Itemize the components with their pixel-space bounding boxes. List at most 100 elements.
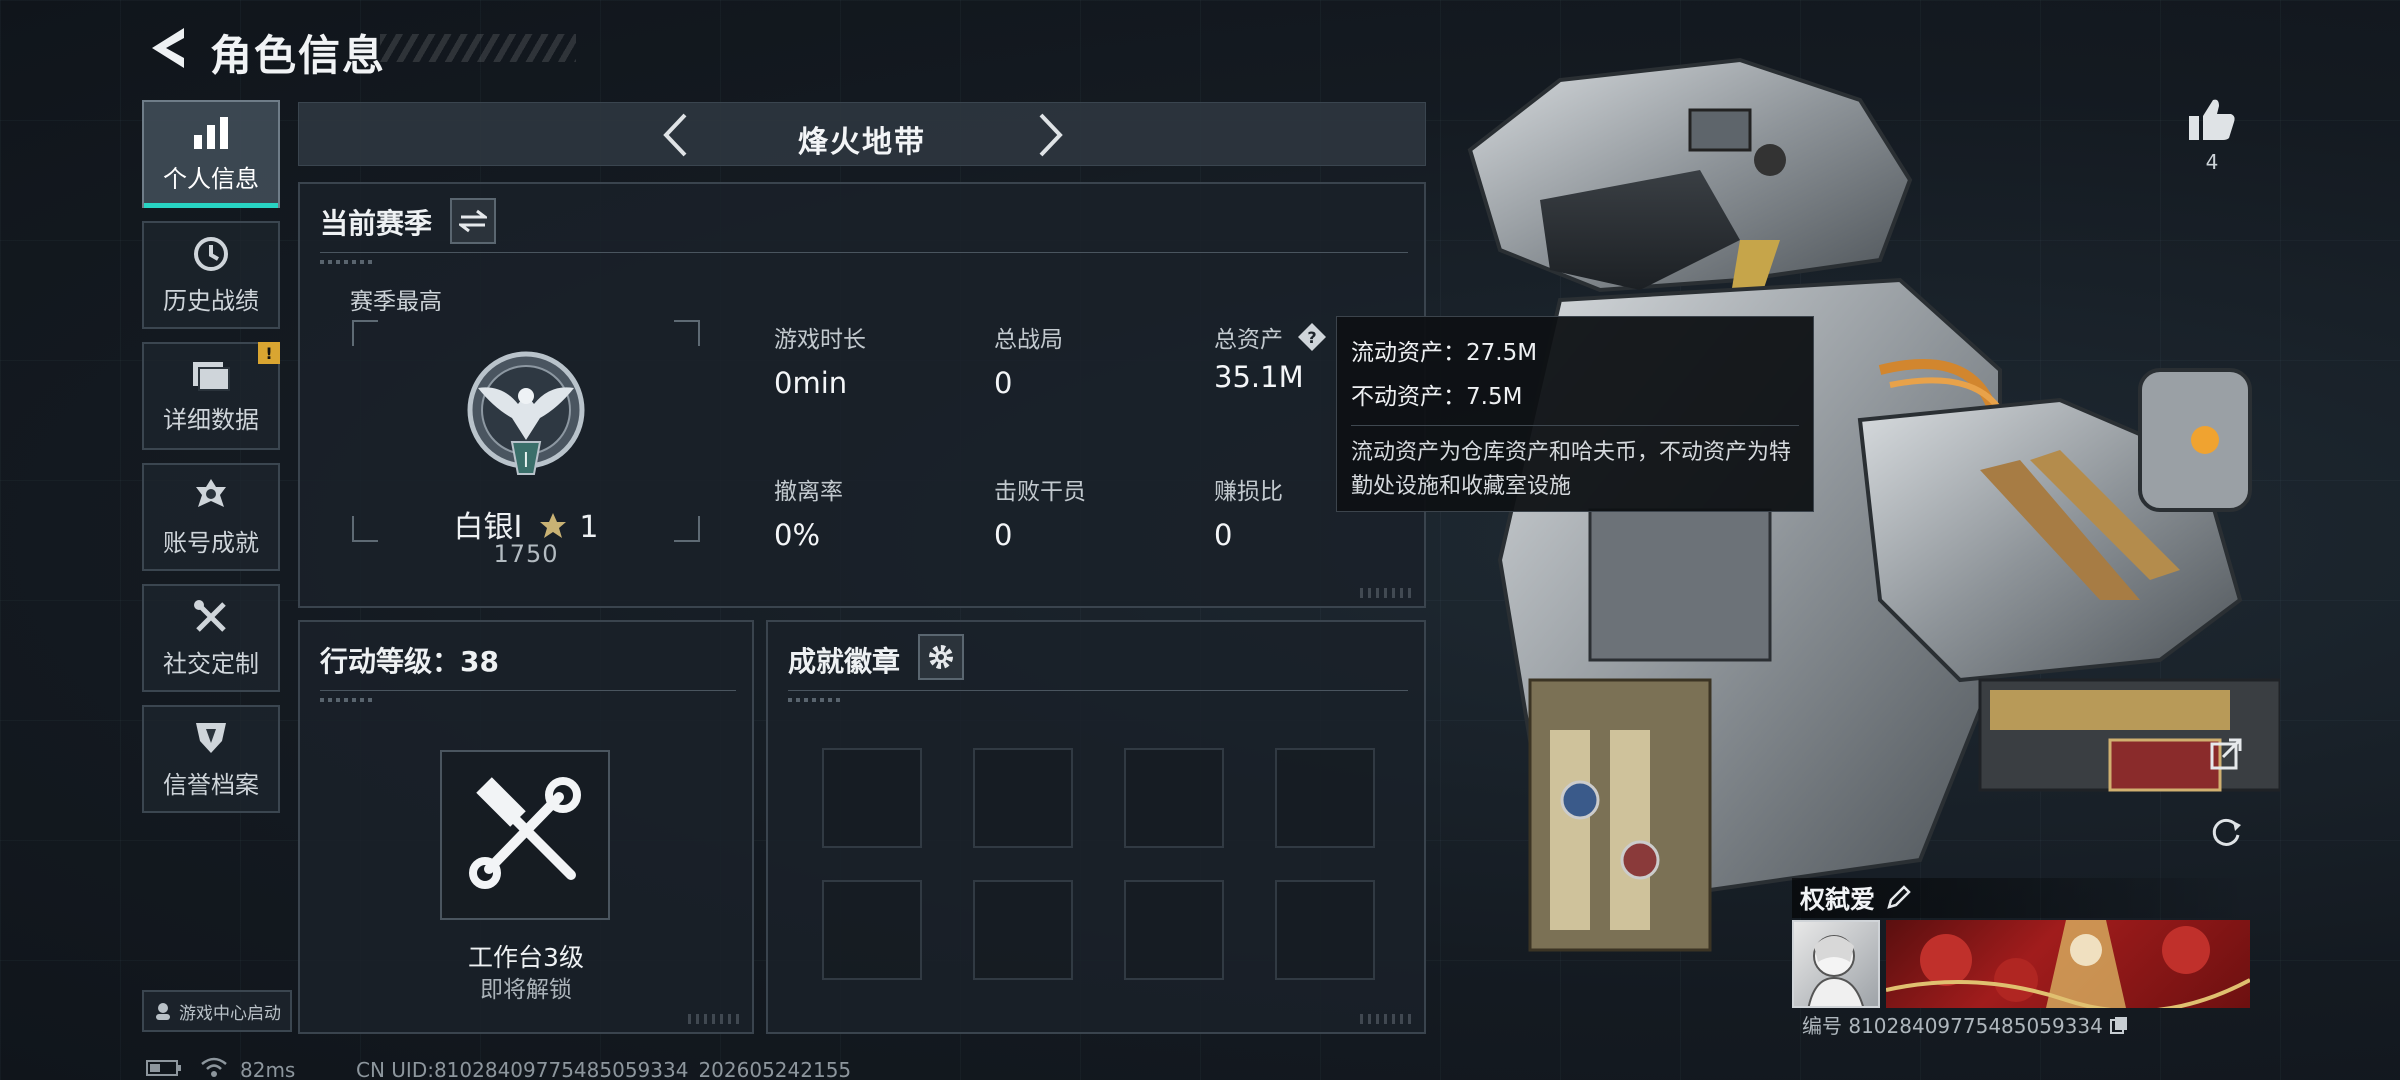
achievement-slot[interactable] xyxy=(1275,748,1375,848)
battery-icon xyxy=(146,1060,181,1076)
achievement-slot[interactable] xyxy=(1124,748,1224,848)
sidebar-item-achievements[interactable]: 账号成就 xyxy=(142,463,280,571)
page-title: 角色信息 xyxy=(210,31,387,80)
workbench-slot[interactable] xyxy=(440,750,610,920)
corner-decoration xyxy=(688,1014,742,1024)
sidebar: 个人信息 历史战绩 ! 详细数据 账号成就 社交定制 信誉档案 xyxy=(142,100,280,826)
rank-score: 1750 xyxy=(493,540,559,568)
action-level-panel: 行动等级：38 工作台3级 即将解锁 xyxy=(298,620,754,1034)
tooltip-liquid-assets: 流动资产：27.5M xyxy=(1351,340,1538,366)
rank-emblem-numeral: I xyxy=(523,448,529,472)
profile-banner[interactable] xyxy=(1886,920,2250,1008)
help-icon[interactable]: ? xyxy=(1296,321,1328,353)
tools-icon xyxy=(194,599,226,632)
tooltip-fixed-assets: 不动资产：7.5M xyxy=(1351,384,1523,410)
stat-label: 赚损比 xyxy=(1214,479,1283,505)
game-center-launch-button[interactable]: 游戏中心启动 xyxy=(142,990,292,1032)
stat-label: 击败干员 xyxy=(994,479,1086,505)
share-button[interactable] xyxy=(2204,732,2248,776)
stat-label: 撤离率 xyxy=(774,479,843,505)
assets-tooltip: 流动资产：27.5M 不动资产：7.5M 流动资产为仓库资产和哈夫币，不动资产为… xyxy=(1336,316,1814,512)
divider-decoration xyxy=(320,260,376,264)
avatar-portrait-icon xyxy=(1807,935,1864,1006)
season-switch-button[interactable] xyxy=(450,198,496,244)
sidebar-item-social-custom[interactable]: 社交定制 xyxy=(142,584,280,692)
title-decoration xyxy=(380,34,576,62)
uid-display: CN UID:81028409775485059334_202605242155 xyxy=(356,1058,852,1080)
mode-prev-button[interactable] xyxy=(651,111,699,159)
stat-label: 游戏时长 xyxy=(774,327,866,353)
divider-decoration xyxy=(320,698,376,702)
bar-chart-icon xyxy=(194,116,228,149)
medal-icon xyxy=(196,478,226,507)
corner-decoration xyxy=(1360,1014,1414,1024)
stat-label-text: 总资产 xyxy=(1214,327,1283,353)
share-icon xyxy=(2210,738,2242,770)
stat-value: 0 xyxy=(1214,518,1233,552)
player-id-row: 编号 81028409775485059334 xyxy=(1802,1010,2129,1039)
launch-label: 游戏中心启动 xyxy=(179,1003,281,1024)
mode-selector: 烽火地带 xyxy=(298,102,1426,166)
folder-icon xyxy=(193,361,230,391)
stat-profit-loss-ratio: 赚损比 0 xyxy=(1214,472,1283,552)
sidebar-item-personal-info[interactable]: 个人信息 xyxy=(142,100,280,208)
player-name-row: 权弑爱 xyxy=(1792,878,2250,918)
hammer-wrench-icon xyxy=(469,777,581,889)
like-control[interactable]: 4 xyxy=(2186,96,2238,174)
sidebar-item-label: 信誉档案 xyxy=(163,770,259,799)
copy-icon[interactable] xyxy=(2109,1015,2129,1035)
stat-value: 0min xyxy=(774,366,848,400)
rank-frame xyxy=(352,320,700,542)
swap-icon xyxy=(459,209,487,233)
mode-next-button[interactable] xyxy=(1027,111,1075,159)
stat-operators-defeated: 击败干员 0 xyxy=(994,472,1086,552)
star-icon xyxy=(539,513,566,538)
clock-icon xyxy=(194,236,228,271)
edit-pencil-icon[interactable] xyxy=(1885,885,1911,911)
sidebar-item-label: 个人信息 xyxy=(163,164,259,193)
rank-name: 白银I xyxy=(453,510,523,545)
tooltip-description: 流动资产为仓库资产和哈夫币，不动资产为特勤处设施和收藏室设施 xyxy=(1351,440,1792,499)
player-name-card: 权弑爱 编号 81028409775485059334 xyxy=(1792,878,2250,1038)
achievement-slot[interactable] xyxy=(1275,880,1375,980)
stat-value: 0 xyxy=(994,518,1013,552)
action-level-title: 行动等级：38 xyxy=(320,645,499,678)
corner-decoration xyxy=(1360,588,1414,598)
achievements-panel: 成就徽章 xyxy=(766,620,1426,1034)
sidebar-item-history[interactable]: 历史战绩 xyxy=(142,221,280,329)
achievement-slot[interactable] xyxy=(973,880,1073,980)
sidebar-item-label: 详细数据 xyxy=(163,405,259,434)
workbench-name: 工作台3级 xyxy=(468,943,584,972)
back-arrow-icon xyxy=(152,28,184,68)
season-best-label: 赛季最高 xyxy=(350,289,442,315)
divider xyxy=(788,690,1408,691)
achievement-slot[interactable] xyxy=(822,880,922,980)
achievement-slot[interactable] xyxy=(1124,880,1224,980)
stat-label: 总战局 xyxy=(994,327,1063,353)
avatar[interactable] xyxy=(1792,920,1880,1008)
sidebar-item-label: 社交定制 xyxy=(163,649,259,678)
player-name: 权弑爱 xyxy=(1800,885,1876,914)
back-button[interactable] xyxy=(140,22,192,74)
gear-icon xyxy=(929,645,953,669)
svg-text:?: ? xyxy=(1308,328,1317,347)
achievements-title: 成就徽章 xyxy=(788,645,901,678)
divider xyxy=(320,252,1408,253)
sidebar-item-detailed-data[interactable]: ! 详细数据 xyxy=(142,342,280,450)
stat-label: 总资产 ? xyxy=(1214,320,1328,354)
chevron-right-icon xyxy=(1039,113,1063,157)
shield-icon xyxy=(196,722,226,753)
achievement-slot[interactable] xyxy=(822,748,922,848)
banner-artwork-icon xyxy=(1886,920,2250,1008)
stat-value: 0 xyxy=(994,366,1013,400)
sidebar-item-label: 账号成就 xyxy=(163,528,259,557)
achievement-slot[interactable] xyxy=(973,748,1073,848)
rotate-button[interactable] xyxy=(2204,810,2248,854)
divider xyxy=(320,690,736,691)
player-id: 编号 81028409775485059334 xyxy=(1802,1014,2103,1038)
ping-display: 82ms xyxy=(240,1058,296,1080)
stat-extract-rate: 撤离率 0% xyxy=(774,472,843,552)
achievements-settings-button[interactable] xyxy=(918,634,964,680)
sidebar-item-reputation[interactable]: 信誉档案 xyxy=(142,705,280,813)
user-icon xyxy=(156,1003,170,1020)
